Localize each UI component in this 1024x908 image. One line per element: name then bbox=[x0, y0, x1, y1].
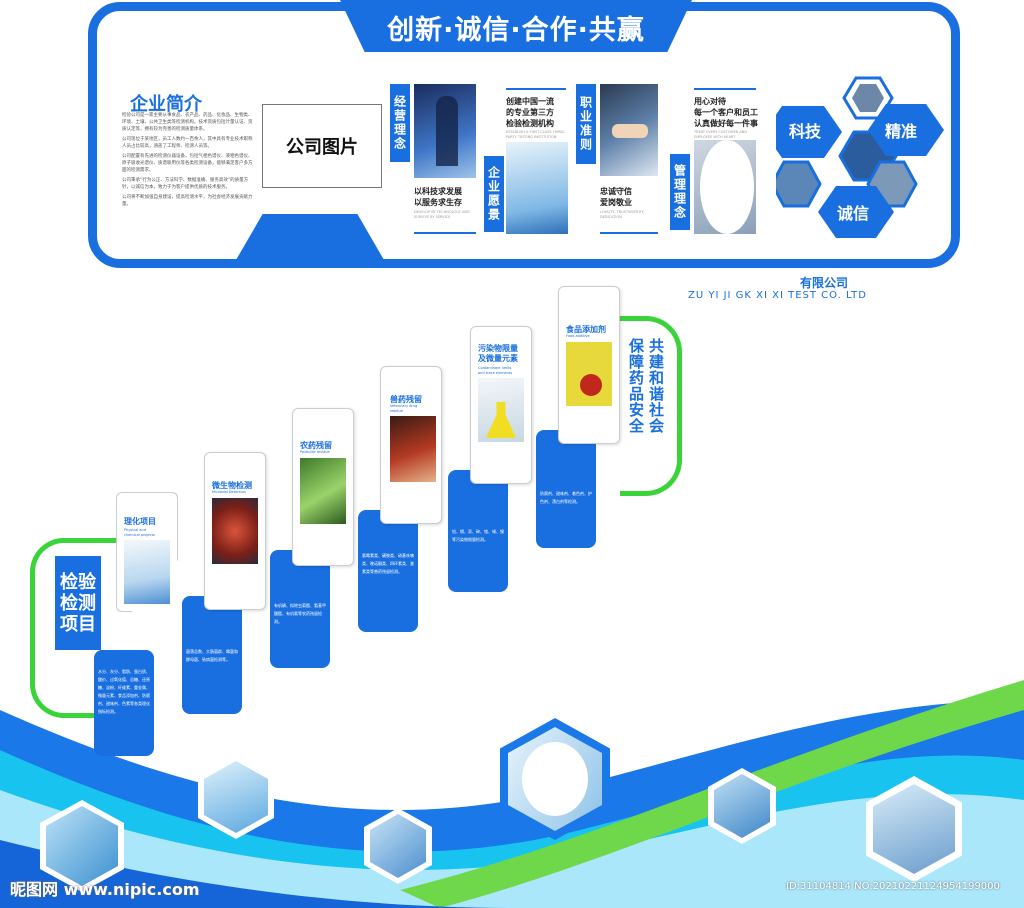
step-photo-1 bbox=[124, 540, 170, 604]
step-sub-6: Food additive bbox=[566, 334, 590, 338]
step-title-3: 农药残留 bbox=[300, 441, 332, 450]
intro-paragraph: 公司秉承“行为公正、方法科学、数据准确、服务高效”的质量方针，以诚信为本，致力于… bbox=[122, 178, 249, 190]
hex-photo-left bbox=[776, 160, 822, 208]
panel-bar-3 bbox=[600, 232, 658, 234]
apple-shape bbox=[580, 374, 602, 396]
hex-label-integrity: 诚信 bbox=[836, 204, 869, 223]
intro-paragraph: 公司配置有先进的检测仪器设备，包括气相色谱仪、液相色谱仪、原子吸收光谱仪、质谱联… bbox=[122, 154, 253, 173]
intro-title: 企业简介 bbox=[130, 94, 202, 115]
hex-photo-5-inner bbox=[714, 774, 770, 838]
slogan: 创新·诚信·合作·共赢 bbox=[387, 15, 645, 46]
step-sub-1: Physical and chemical projects bbox=[124, 528, 155, 537]
green-bracket-left bbox=[30, 538, 120, 718]
businessman-silhouette bbox=[436, 96, 458, 166]
intro-paragraph: 检验公司是一家主要从事食品、农产品、药品、化妆品、生物类、环境、土壤、公共卫生类… bbox=[122, 113, 253, 132]
testing-items-label: 检验 检测 项目 bbox=[55, 556, 101, 650]
panel-text-3: 忠诚守信 爱岗敬业 bbox=[600, 187, 632, 207]
hex-label-technology: 科技 bbox=[788, 122, 821, 141]
panel-small-4: TREAT EVERY CUSTOMER AND EMPLOYEE WITH H… bbox=[694, 130, 748, 139]
step-detail-4 bbox=[358, 510, 418, 632]
step-detail-text-3: 有机磷、拟除虫菊酯、氨基甲酸酯、有机氯等农药残留检测。 bbox=[274, 603, 326, 624]
company-name-en: ZU YI JI GK XI XI TEST CO. LTD bbox=[688, 290, 867, 301]
step-detail-5 bbox=[448, 470, 508, 592]
company-photo-box: 公司图片 bbox=[262, 104, 382, 188]
panel-bar-4-top bbox=[694, 88, 756, 90]
step-title-1: 理化项目 bbox=[124, 517, 156, 526]
panel-photo-4-oval bbox=[700, 140, 754, 234]
step-sub-2: Microbial Detection bbox=[212, 490, 246, 494]
panel-photo-2 bbox=[506, 142, 568, 234]
slogan-tab bbox=[340, 0, 692, 52]
step-detail-text-4: 氯霉素类、磺胺类、硝基呋喃类、喹诺酮类、四环素类、激素类等兽药残留检测。 bbox=[362, 553, 414, 574]
panel-label-management: 管理理念 bbox=[670, 154, 690, 230]
step-detail-2 bbox=[182, 596, 242, 714]
hex-photo-4-circle bbox=[522, 742, 588, 816]
step-title-2: 微生物检测 bbox=[212, 481, 252, 490]
panel-bar-1 bbox=[414, 232, 476, 234]
hex-photo-6-inner bbox=[873, 784, 955, 874]
step-detail-6 bbox=[536, 430, 596, 548]
panel-label-code: 职业准则 bbox=[576, 84, 596, 164]
panel-small-2: ESTABLISH A FIRST-CLASS THIRD-PARTY TEST… bbox=[506, 130, 565, 139]
intro-paragraph: 公司将不断加强自身建设，提高检测水平，为社会经济发展贡献力量。 bbox=[122, 195, 253, 207]
hex-cluster bbox=[776, 76, 944, 238]
step-detail-text-2: 菌落总数、大肠菌群、霉菌和酵母菌、致病菌检测等。 bbox=[186, 649, 238, 662]
handshake-shape bbox=[612, 124, 648, 138]
step-sub-4: Veterinary drug residue bbox=[390, 404, 418, 413]
step-detail-text-6: 防腐剂、甜味剂、着色剂、护色剂、漂白剂等检测。 bbox=[540, 491, 592, 504]
image-id: ID:31104814 NO:20210221124954199000 bbox=[786, 881, 1000, 892]
step-sub-3: Pesticide residue bbox=[300, 450, 330, 454]
step-photo-2 bbox=[212, 498, 258, 564]
company-name: 有限公司 bbox=[800, 276, 849, 290]
panel-text-4: 用心对待 每一个客户和员工 认真做好每一件事 bbox=[694, 97, 758, 128]
panel-text-2: 创建中国一流 的专业第三方 检验检测机构 bbox=[506, 97, 554, 128]
watermark: 昵图网 www.nipic.com bbox=[10, 880, 200, 899]
step-detail-text-1: 水分、灰分、脂肪、蛋白质、酸价、过氧化值、总糖、还原糖、淀粉、纤维素、重金属、微… bbox=[98, 669, 150, 714]
frame-bottom-tab bbox=[236, 214, 384, 260]
green-bracket-right bbox=[620, 316, 682, 496]
step-detail-text-5: 铅、镉、汞、砷、铬、锡、镍等污染物限量检测。 bbox=[452, 529, 504, 542]
intro-text: 检验公司是一家主要从事食品、农产品、药品、化妆品、生物类、环境、土壤、公共卫生类… bbox=[122, 112, 256, 211]
hex-photo-3-inner bbox=[370, 814, 426, 878]
step-detail-3 bbox=[270, 550, 330, 668]
hex-label-precision: 精准 bbox=[884, 122, 917, 141]
step-title-6: 食品添加剂 bbox=[566, 325, 606, 334]
step-title-5: 污染物限量 及微量元素 bbox=[478, 344, 518, 363]
panel-small-1: DEVELOP BY TECHNOLOGY AND SURVIVE BY SER… bbox=[414, 210, 470, 219]
panel-small-3: LOYALTY, TRUSTWORTHY, DEDICATION bbox=[600, 210, 645, 219]
panel-label-vision: 企业愿景 bbox=[484, 156, 504, 232]
society-slogan: 共建和谐社会 保障药品安全 bbox=[627, 338, 665, 434]
intro-paragraph: 公司现位于某地区，员工人数约一百余人，其中具有专业技术职称人员占比较高，涵盖了工… bbox=[122, 137, 253, 149]
company-strip bbox=[660, 270, 880, 310]
step-detail-1 bbox=[94, 650, 154, 756]
panel-label-business-philosophy: 经营理念 bbox=[390, 84, 410, 162]
step-title-4: 兽药残留 bbox=[390, 395, 422, 404]
step-photo-4 bbox=[390, 416, 436, 482]
panel-bar-2-top bbox=[506, 88, 566, 90]
step-photo-3 bbox=[300, 458, 346, 524]
panel-text-1: 以科技求发展 以服务求生存 bbox=[414, 187, 462, 207]
step-sub-5: Contaminant limits and trace elements bbox=[478, 366, 513, 375]
